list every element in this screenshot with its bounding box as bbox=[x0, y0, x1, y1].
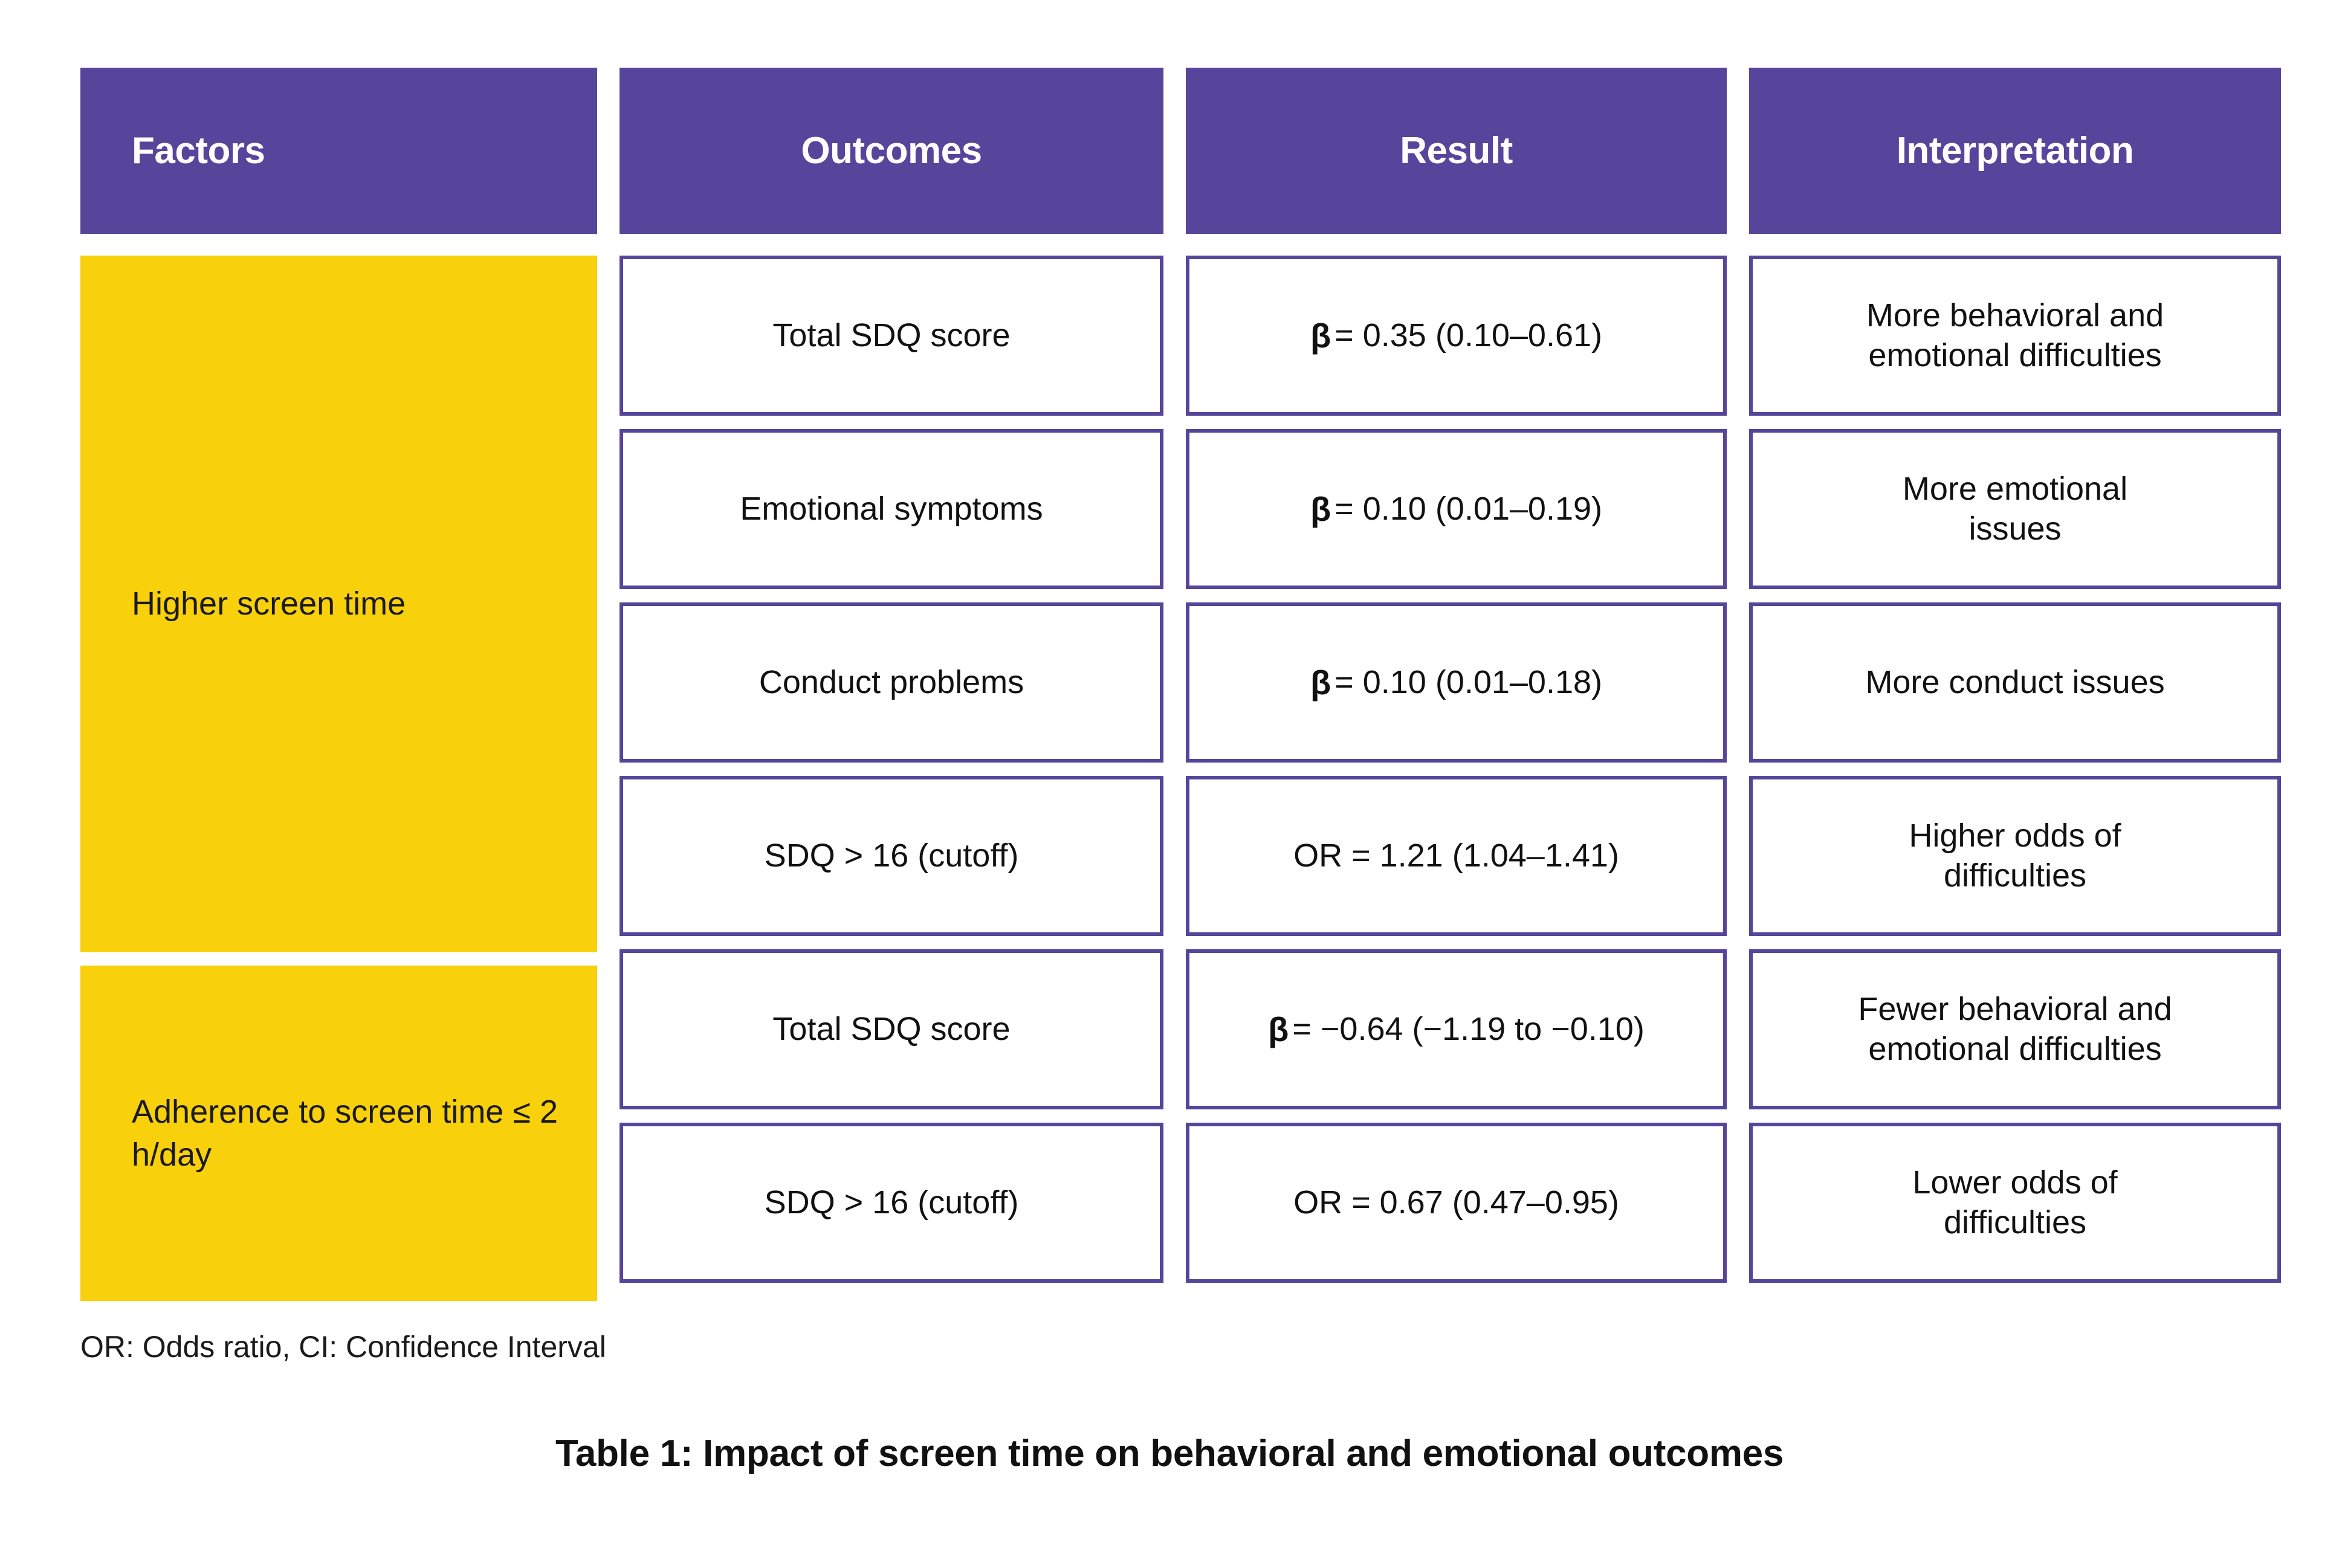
interpretation-cell: Lower odds of difficulties bbox=[1749, 1123, 2281, 1283]
result-cell: β = 0.10 (0.01–0.18) bbox=[1186, 602, 1727, 763]
table-row: SDQ > 16 (cutoff) OR = 1.21 (1.04–1.41) … bbox=[620, 776, 2281, 936]
result-value: = 0.10 (0.01–0.18) bbox=[1334, 663, 1603, 700]
interpretation-line: Lower odds of bbox=[1912, 1164, 2118, 1201]
interpretation-cell: More behavioral and emotional difficulti… bbox=[1749, 256, 2281, 416]
interpretation-cell: More emotional issues bbox=[1749, 429, 2281, 589]
table-header-row: Factors Outcomes Result Interpretation bbox=[80, 68, 2281, 234]
interpretation-line: emotional difficulties bbox=[1868, 337, 2162, 373]
interpretation-line: Fewer behavioral and bbox=[1858, 990, 2172, 1027]
interpretation-line: Higher odds of bbox=[1909, 817, 2121, 854]
column-header-interpretation: Interpretation bbox=[1749, 68, 2281, 234]
table-row: SDQ > 16 (cutoff) OR = 0.67 (0.47–0.95) … bbox=[620, 1123, 2281, 1283]
beta-symbol: β bbox=[1310, 489, 1331, 528]
outcome-cell: Total SDQ score bbox=[620, 256, 1163, 416]
factors-column: Higher screen time Adherence to screen t… bbox=[80, 256, 597, 1301]
column-header-factors: Factors bbox=[80, 68, 597, 234]
factor-group-cell: Adherence to screen time ≤ 2 h/day bbox=[80, 966, 597, 1301]
table-row: Total SDQ score β = 0.35 (0.10–0.61) Mor… bbox=[620, 256, 2281, 416]
outcome-cell: SDQ > 16 (cutoff) bbox=[620, 1123, 1163, 1283]
result-cell: β = 0.35 (0.10–0.61) bbox=[1186, 256, 1727, 416]
factor-group-cell: Higher screen time bbox=[80, 256, 597, 952]
result-value: = −0.64 (−1.19 to −0.10) bbox=[1292, 1010, 1645, 1047]
table-row: Emotional symptoms β = 0.10 (0.01–0.19) … bbox=[620, 429, 2281, 589]
result-cell: β = −0.64 (−1.19 to −0.10) bbox=[1186, 949, 1727, 1109]
data-rows: Total SDQ score β = 0.35 (0.10–0.61) Mor… bbox=[620, 256, 2281, 1283]
result-cell: OR = 0.67 (0.47–0.95) bbox=[1186, 1123, 1727, 1283]
outcome-cell: SDQ > 16 (cutoff) bbox=[620, 776, 1163, 936]
result-value: = 0.35 (0.10–0.61) bbox=[1334, 317, 1603, 353]
table-footnote: OR: Odds ratio, CI: Confidence Interval bbox=[80, 1330, 606, 1364]
beta-symbol: β bbox=[1310, 316, 1331, 355]
outcome-cell: Total SDQ score bbox=[620, 949, 1163, 1109]
result-value: OR = 0.67 (0.47–0.95) bbox=[1293, 1184, 1619, 1221]
interpretation-line: difficulties bbox=[1943, 857, 2087, 894]
result-cell: β = 0.10 (0.01–0.19) bbox=[1186, 429, 1727, 589]
table-row: Total SDQ score β = −0.64 (−1.19 to −0.1… bbox=[620, 949, 2281, 1109]
interpretation-line: More conduct issues bbox=[1865, 663, 2165, 700]
outcome-cell: Conduct problems bbox=[620, 602, 1163, 763]
interpretation-line: More behavioral and bbox=[1866, 297, 2164, 334]
table-body: Higher screen time Adherence to screen t… bbox=[80, 256, 2281, 1301]
result-cell: OR = 1.21 (1.04–1.41) bbox=[1186, 776, 1727, 936]
outcome-cell: Emotional symptoms bbox=[620, 429, 1163, 589]
beta-symbol: β bbox=[1268, 1010, 1289, 1048]
interpretation-line: issues bbox=[1969, 510, 2062, 547]
column-header-outcomes: Outcomes bbox=[620, 68, 1163, 234]
table-row: Conduct problems β = 0.10 (0.01–0.18) Mo… bbox=[620, 602, 2281, 763]
beta-symbol: β bbox=[1310, 663, 1331, 702]
result-value: = 0.10 (0.01–0.19) bbox=[1334, 490, 1603, 527]
interpretation-line: More emotional bbox=[1902, 470, 2128, 507]
interpretation-cell: More conduct issues bbox=[1749, 602, 2281, 763]
interpretation-line: emotional difficulties bbox=[1868, 1030, 2162, 1067]
column-header-result: Result bbox=[1186, 68, 1727, 234]
interpretation-line: difficulties bbox=[1943, 1204, 2087, 1241]
result-value: OR = 1.21 (1.04–1.41) bbox=[1293, 837, 1619, 874]
interpretation-cell: Higher odds of difficulties bbox=[1749, 776, 2281, 936]
results-table: Factors Outcomes Result Interpretation H… bbox=[80, 68, 2281, 1301]
table-caption: Table 1: Impact of screen time on behavi… bbox=[555, 1433, 1784, 1474]
interpretation-cell: Fewer behavioral and emotional difficult… bbox=[1749, 949, 2281, 1109]
